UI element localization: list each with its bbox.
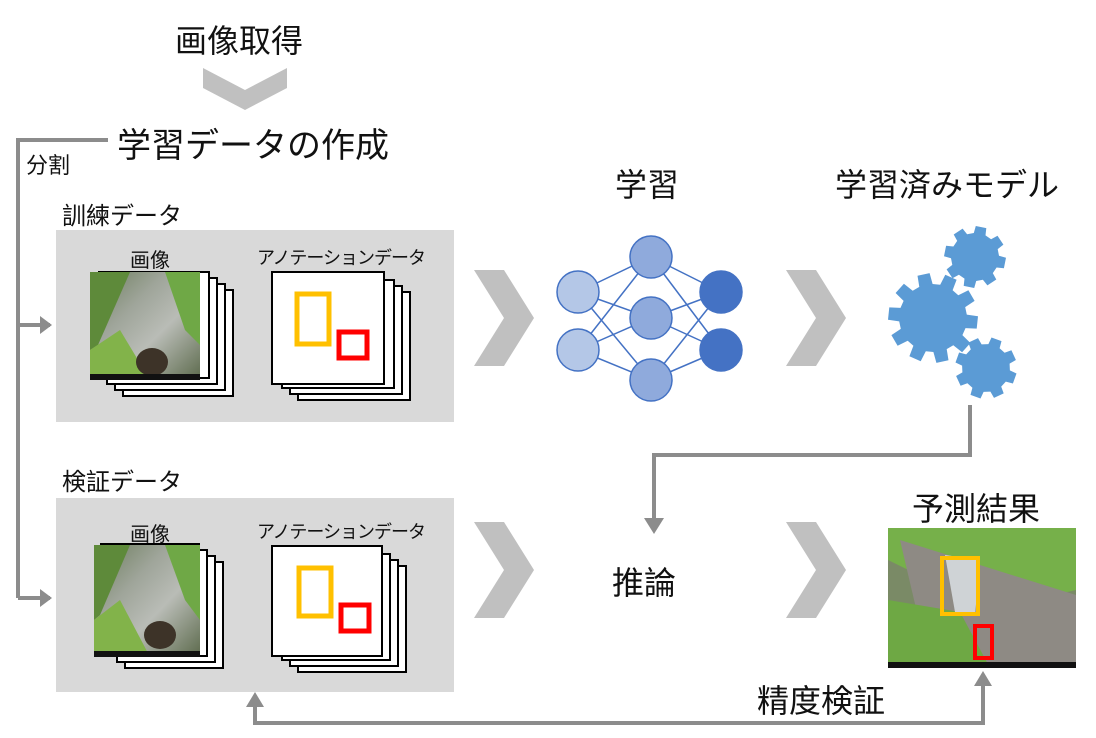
validation-annotations-label: アノテーションデータ	[257, 522, 426, 543]
arrow-head-validation	[40, 589, 52, 607]
neural-network-icon	[556, 235, 743, 402]
gears-icon	[888, 226, 1017, 399]
arrow-head-training	[40, 316, 52, 334]
training-images-label: 画像	[130, 248, 170, 272]
photo-stack-icon	[90, 271, 234, 397]
down-chevron-icon	[203, 68, 287, 110]
annotation-stack-icon	[271, 271, 411, 401]
validation-images-label: 画像	[130, 522, 170, 546]
annotation-stack-icon	[271, 545, 407, 673]
inference-label: 推論	[612, 564, 677, 602]
prediction-label: 予測結果	[912, 490, 1041, 528]
right-chevron-icon	[786, 522, 846, 618]
right-chevron-icon	[786, 270, 846, 366]
model-to-inference-arrow	[644, 405, 972, 534]
training-annotations-label: アノテーションデータ	[257, 248, 426, 269]
trained-model-label: 学習済みモデル	[835, 166, 1060, 204]
step-acquire-label: 画像取得	[175, 22, 304, 60]
gear-icon	[888, 273, 978, 363]
learning-label: 学習	[615, 166, 680, 204]
step-create-data-label: 学習データの作成	[117, 126, 389, 166]
accuracy-label: 精度検証	[757, 682, 886, 720]
prediction-image	[888, 528, 1076, 668]
training-set-title: 訓練データ	[62, 202, 182, 230]
validation-set-title: 検証データ	[62, 468, 182, 496]
gear-icon	[944, 226, 1006, 288]
right-chevron-icon	[474, 522, 534, 618]
gear-icon	[955, 337, 1017, 399]
accuracy-arrow	[246, 671, 992, 725]
right-chevron-icon	[474, 270, 534, 366]
split-label: 分割	[26, 154, 71, 179]
photo-stack-icon	[94, 543, 224, 669]
